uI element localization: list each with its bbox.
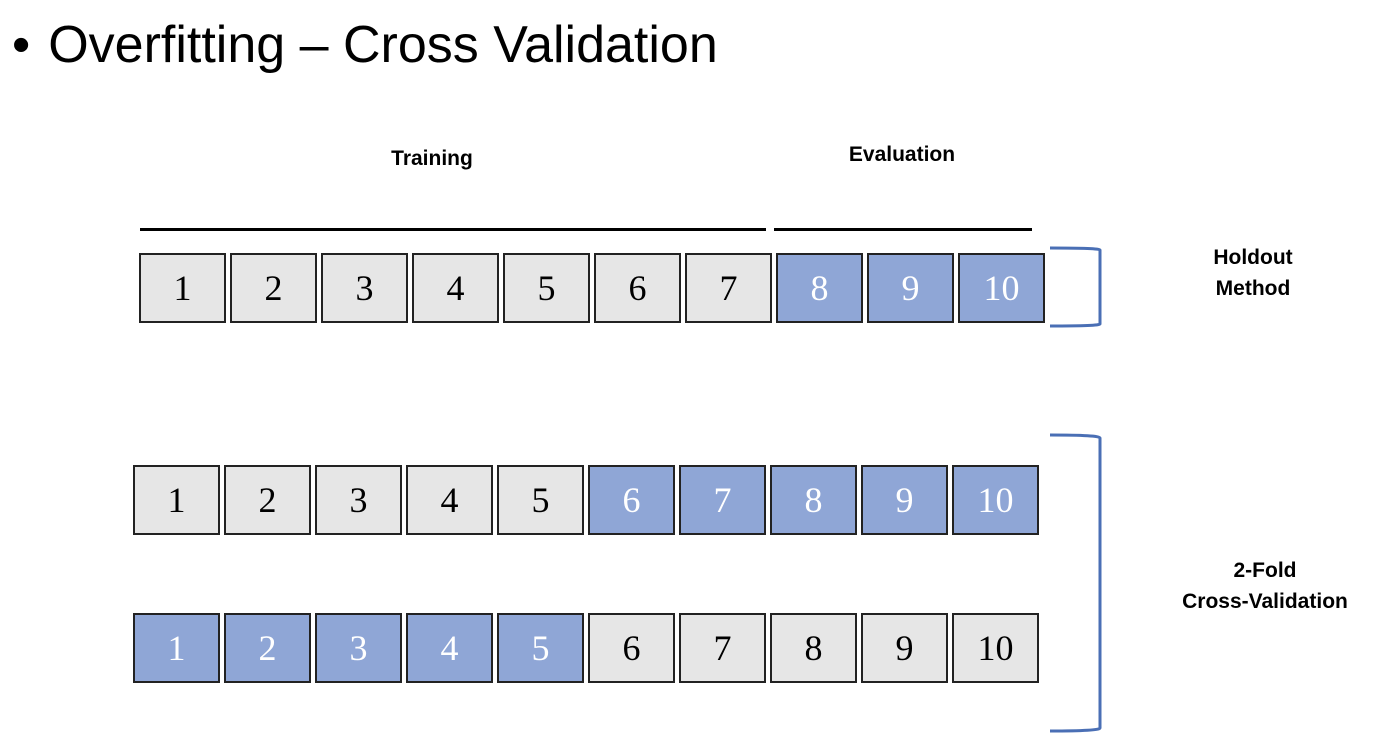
training-header: Training [391, 147, 473, 170]
fold-cell-3-eval: 3 [315, 613, 402, 683]
fold-cell-8-eval: 8 [770, 465, 857, 535]
fold-cell-6-eval: 6 [588, 465, 675, 535]
fold-cell-4-train: 4 [412, 253, 499, 323]
fold-cell-1-eval: 1 [133, 613, 220, 683]
fold-cell-6-train: 6 [588, 613, 675, 683]
fold-cell-10-eval: 10 [952, 465, 1039, 535]
fold-cell-4-train: 4 [406, 465, 493, 535]
training-span-line [140, 228, 766, 231]
fold-cell-5-train: 5 [503, 253, 590, 323]
fold-cell-7-train: 7 [679, 613, 766, 683]
fold-cell-10-train: 10 [952, 613, 1039, 683]
fold-cell-7-eval: 7 [679, 465, 766, 535]
fold-cell-1-train: 1 [133, 465, 220, 535]
fold-cell-10-eval: 10 [958, 253, 1045, 323]
cross-validation-label: 2-Fold Cross-Validation [1170, 555, 1360, 617]
fold-cell-1-train: 1 [139, 253, 226, 323]
fold-cell-8-eval: 8 [776, 253, 863, 323]
fold-cell-7-train: 7 [685, 253, 772, 323]
slide-title-text: Overfitting – Cross Validation [48, 16, 718, 74]
fold-cell-4-eval: 4 [406, 613, 493, 683]
fold-cell-5-eval: 5 [497, 613, 584, 683]
fold-cell-3-train: 3 [315, 465, 402, 535]
fold-cell-6-train: 6 [594, 253, 681, 323]
evaluation-header: Evaluation [848, 143, 956, 166]
fold-cell-2-train: 2 [230, 253, 317, 323]
evaluation-span-line [774, 228, 1032, 231]
fold-cell-9-eval: 9 [867, 253, 954, 323]
bullet-icon: • [12, 16, 31, 74]
fold-cell-5-train: 5 [497, 465, 584, 535]
fold-cell-9-eval: 9 [861, 465, 948, 535]
holdout-label-line-1: Holdout [1213, 246, 1293, 269]
cv-label-line-2: Cross-Validation [1182, 590, 1348, 613]
fold-cell-2-train: 2 [224, 465, 311, 535]
fold-cell-2-eval: 2 [224, 613, 311, 683]
fold-cell-3-train: 3 [321, 253, 408, 323]
holdout-method-label: Holdout Method [1170, 242, 1336, 304]
cross-validation-bracket [1049, 433, 1102, 733]
fold-cell-8-train: 8 [770, 613, 857, 683]
slide-title: • Overfitting – Cross Validation [12, 14, 718, 76]
holdout-label-line-2: Method [1215, 277, 1291, 300]
holdout-bracket [1049, 246, 1102, 328]
fold-cell-9-train: 9 [861, 613, 948, 683]
cv-label-line-1: 2-Fold [1233, 559, 1297, 582]
